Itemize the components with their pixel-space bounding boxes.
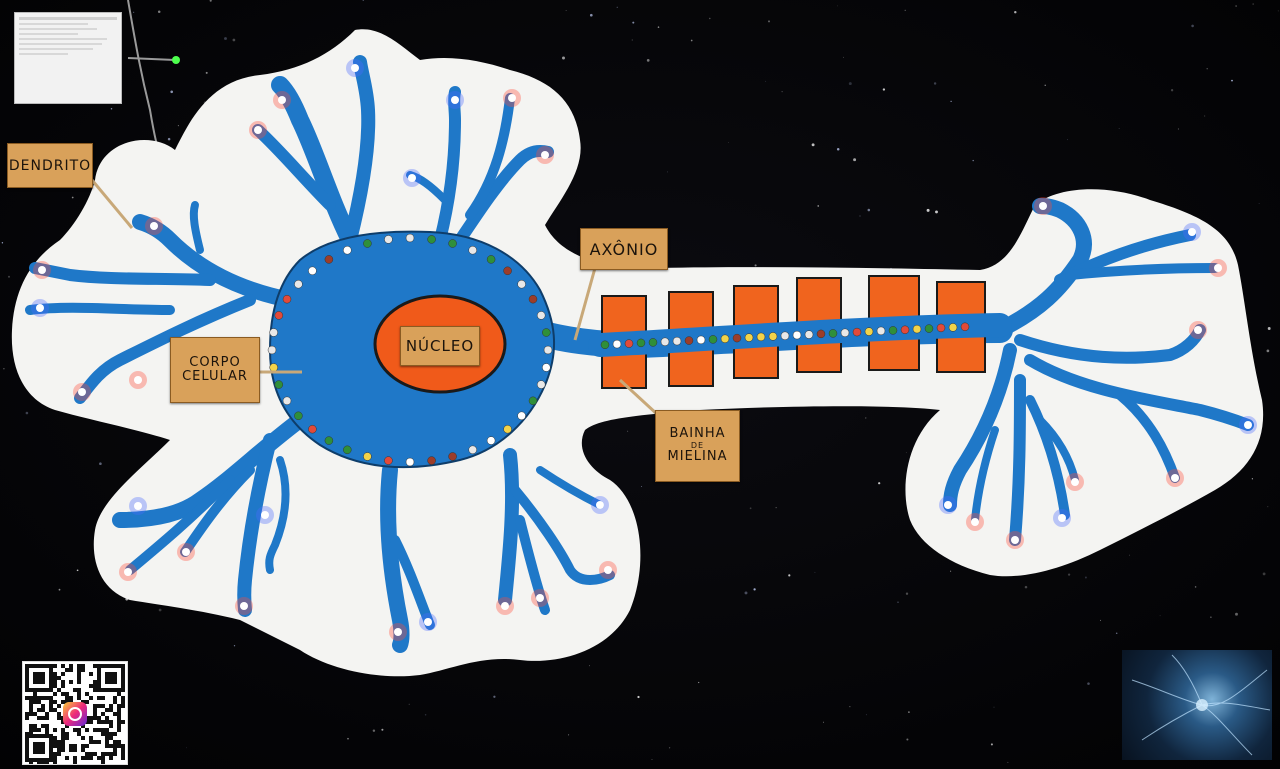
- qr-pattern: [25, 664, 125, 764]
- label-corpo-line2: CELULAR: [182, 369, 248, 384]
- label-corpo-line1: CORPO: [189, 354, 241, 370]
- label-bainha-line3: MIELINA: [667, 449, 728, 465]
- label-nucleo: NÚCLEO: [400, 326, 480, 366]
- green-led: [172, 56, 180, 64]
- instagram-icon: [63, 702, 87, 726]
- label-nucleo-text: NÚCLEO: [405, 337, 475, 355]
- label-bainha-de-mielina: BAINHA DE MIELINA: [655, 410, 740, 482]
- label-bainha-line1: BAINHA: [669, 426, 726, 442]
- label-dendrito: DENDRITO: [7, 143, 93, 188]
- label-dendrito-text: DENDRITO: [8, 157, 92, 174]
- label-corpo-celular: CORPO CELULAR: [170, 337, 260, 403]
- label-axonio-text: AXÔNIO: [589, 239, 659, 259]
- label-bainha-line2: DE: [690, 440, 705, 450]
- qr-code-icon[interactable]: [22, 661, 128, 765]
- neuron-photo: [1122, 650, 1272, 760]
- colored-beads: [267, 233, 970, 467]
- project-info-card: [14, 12, 122, 104]
- pointer-sticks: [90, 179, 660, 417]
- label-axonio: AXÔNIO: [580, 228, 668, 270]
- led-lights: [31, 59, 1257, 641]
